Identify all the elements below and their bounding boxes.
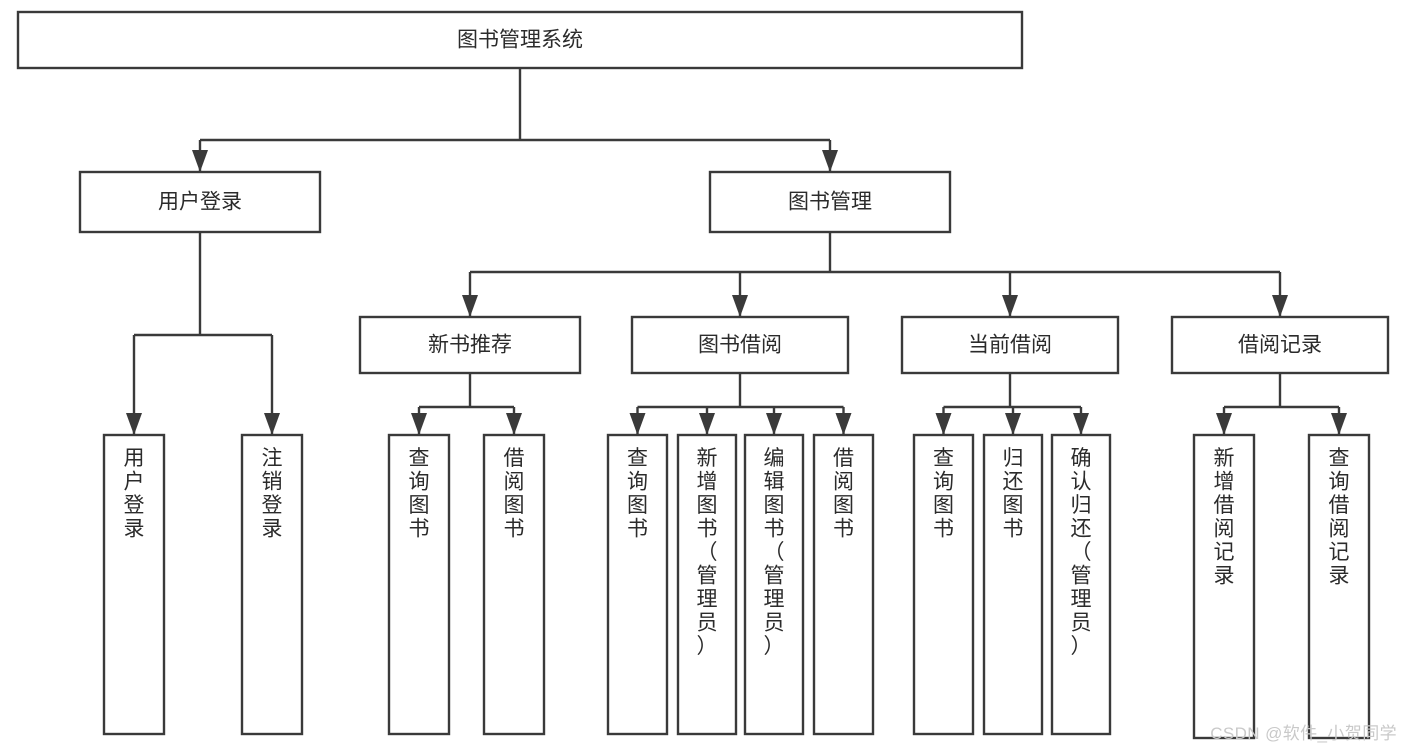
csdn-watermark: CSDN @软件_小贺同学 <box>1210 724 1397 743</box>
arrow-head-icon <box>462 295 478 317</box>
arrow-head-icon <box>506 413 522 435</box>
node-label-leaf-query-book-2: 查询图书 <box>627 447 648 541</box>
node-box-leaf-borrow-book-1[interactable] <box>482 433 546 736</box>
arrow-head-icon <box>192 150 208 172</box>
node-box-leaf-edit-book[interactable] <box>743 433 805 736</box>
node-label-leaf-add-book: 新增图书（管理员） <box>697 447 718 658</box>
node-borrow-record[interactable]: 借阅记录 <box>1170 315 1390 375</box>
node-leaf-return-book[interactable]: 归还图书 <box>982 433 1044 736</box>
node-leaf-user-login[interactable]: 用户登录 <box>102 433 166 736</box>
node-box-user-login[interactable] <box>78 170 322 234</box>
node-box-book-borrow[interactable] <box>630 315 850 375</box>
node-box-leaf-logout[interactable] <box>240 433 304 736</box>
arrow-head-icon <box>1002 295 1018 317</box>
arrow-head-icon <box>1073 413 1089 435</box>
arrow-head-icon <box>699 413 715 435</box>
node-leaf-query-book-1[interactable]: 查询图书 <box>387 433 451 736</box>
node-box-current-borrow[interactable] <box>900 315 1120 375</box>
node-label-leaf-query-record: 查询借阅记录 <box>1329 447 1350 588</box>
node-leaf-add-record[interactable]: 新增借阅记录 <box>1192 433 1256 740</box>
arrow-head-icon <box>822 150 838 172</box>
arrow-head-icon <box>766 413 782 435</box>
node-box-root[interactable] <box>16 10 1024 70</box>
node-leaf-add-book[interactable]: 新增图书（管理员） <box>676 433 738 736</box>
node-current-borrow[interactable]: 当前借阅 <box>900 315 1120 375</box>
node-label-book-management: 图书管理 <box>788 191 872 214</box>
node-label-leaf-borrow-book-2: 借阅图书 <box>833 447 854 541</box>
node-leaf-borrow-book-1[interactable]: 借阅图书 <box>482 433 546 736</box>
arrow-head-icon <box>835 413 852 435</box>
arrow-head-icon <box>126 413 142 435</box>
node-label-leaf-query-book-3: 查询图书 <box>933 447 954 541</box>
arrow-head-icon <box>1331 413 1347 435</box>
node-label-leaf-user-login: 用户登录 <box>124 447 145 541</box>
node-box-leaf-query-book-1[interactable] <box>387 433 451 736</box>
node-box-leaf-add-book[interactable] <box>676 433 738 736</box>
node-leaf-edit-book[interactable]: 编辑图书（管理员） <box>743 433 805 736</box>
node-box-leaf-user-login[interactable] <box>102 433 166 736</box>
arrow-head-icon <box>264 413 280 435</box>
node-leaf-query-record[interactable]: 查询借阅记录 <box>1307 433 1371 740</box>
node-box-book-management[interactable] <box>708 170 952 234</box>
node-label-leaf-confirm-return: 确认归还（管理员） <box>1071 447 1092 658</box>
arrow-head-icon <box>1216 413 1232 435</box>
arrow-head-icon <box>411 413 427 435</box>
node-new-book-recommend[interactable]: 新书推荐 <box>358 315 582 375</box>
node-box-new-book-recommend[interactable] <box>358 315 582 375</box>
node-label-user-login: 用户登录 <box>158 191 242 214</box>
node-label-leaf-add-record: 新增借阅记录 <box>1214 447 1235 588</box>
node-label-leaf-edit-book: 编辑图书（管理员） <box>764 447 785 658</box>
node-box-borrow-record[interactable] <box>1170 315 1390 375</box>
node-leaf-logout[interactable]: 注销登录 <box>240 433 304 736</box>
node-label-new-book-recommend: 新书推荐 <box>428 334 512 357</box>
arrow-head-icon <box>1272 295 1288 317</box>
node-leaf-query-book-3[interactable]: 查询图书 <box>912 433 975 736</box>
node-label-borrow-record: 借阅记录 <box>1238 334 1322 357</box>
node-leaf-confirm-return[interactable]: 确认归还（管理员） <box>1050 433 1112 736</box>
node-label-root: 图书管理系统 <box>457 29 583 52</box>
node-label-current-borrow: 当前借阅 <box>968 334 1052 357</box>
node-box-leaf-query-book-3[interactable] <box>912 433 975 736</box>
node-user-login[interactable]: 用户登录 <box>78 170 322 234</box>
node-label-leaf-logout: 注销登录 <box>262 447 283 541</box>
node-box-leaf-borrow-book-2[interactable] <box>812 433 875 736</box>
node-box-leaf-return-book[interactable] <box>982 433 1044 736</box>
node-leaf-borrow-book-2[interactable]: 借阅图书 <box>812 433 875 736</box>
node-box-leaf-confirm-return[interactable] <box>1050 433 1112 736</box>
node-leaf-query-book-2[interactable]: 查询图书 <box>606 433 669 736</box>
connectors-layer <box>126 68 1347 435</box>
arrow-head-icon <box>732 295 748 317</box>
node-label-leaf-return-book: 归还图书 <box>1003 447 1024 541</box>
arrow-head-icon <box>629 413 646 435</box>
node-book-borrow[interactable]: 图书借阅 <box>630 315 850 375</box>
node-label-leaf-borrow-book-1: 借阅图书 <box>504 447 525 541</box>
node-label-leaf-query-book-1: 查询图书 <box>409 447 430 541</box>
node-box-leaf-query-record[interactable] <box>1307 433 1371 740</box>
node-box-leaf-add-record[interactable] <box>1192 433 1256 740</box>
arrow-head-icon <box>935 413 952 435</box>
nodes-layer: 图书管理系统用户登录图书管理新书推荐图书借阅当前借阅借阅记录用户登录注销登录查询… <box>16 10 1390 740</box>
node-root[interactable]: 图书管理系统 <box>16 10 1024 70</box>
node-label-book-borrow: 图书借阅 <box>698 334 782 357</box>
node-book-management[interactable]: 图书管理 <box>708 170 952 234</box>
arrow-head-icon <box>1005 413 1021 435</box>
node-box-leaf-query-book-2[interactable] <box>606 433 669 736</box>
